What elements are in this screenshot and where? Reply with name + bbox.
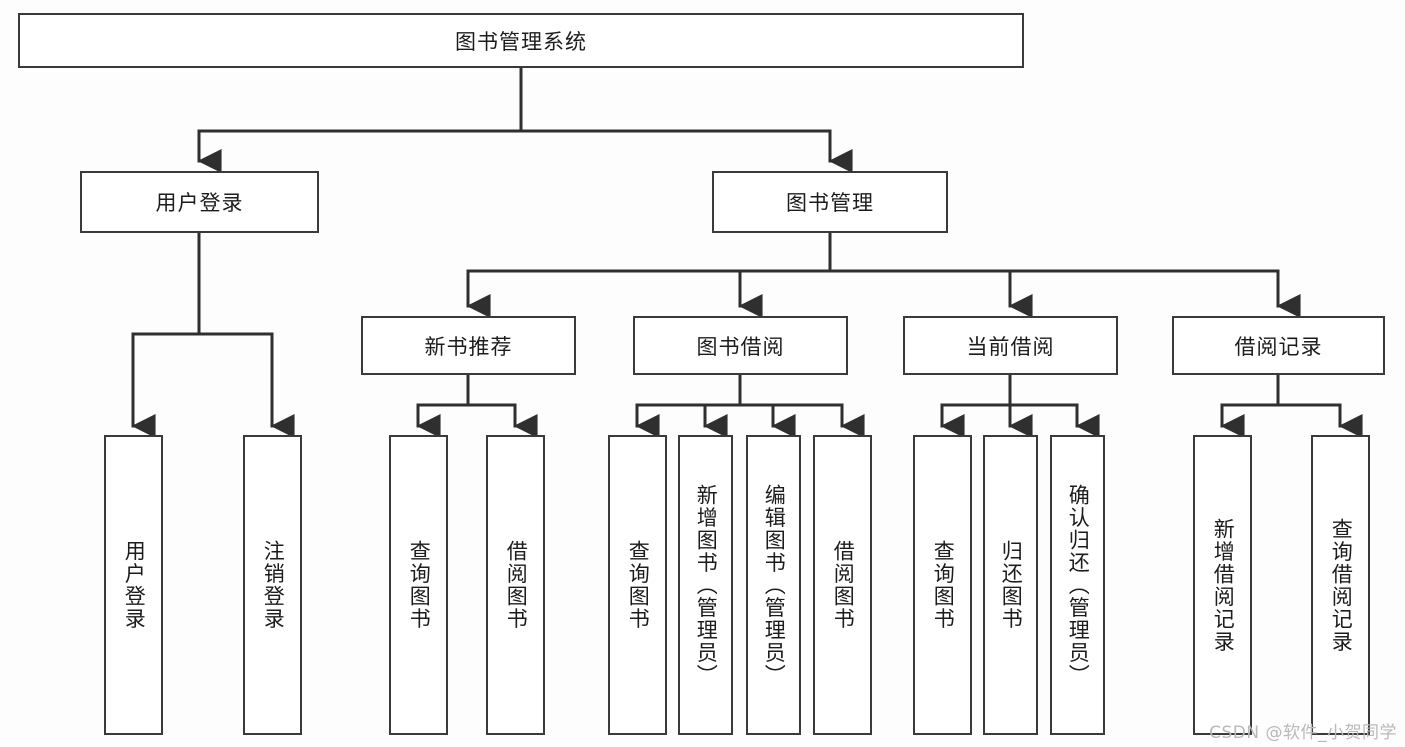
node-label: 用户登录 [155,191,244,215]
leaf-current-confirm-return-admin[interactable]: 确认归还（管理员） [1050,435,1105,735]
node-label: 图书管理系统 [455,29,587,54]
node-root-book-management-system[interactable]: 图书管理系统 [18,13,1024,68]
leaf-borrow-borrow-book[interactable]: 借阅图书 [813,435,872,735]
node-label: 查询借阅记录 [1329,517,1354,653]
node-label: 查询图书 [407,540,432,630]
node-label: 查询图书 [626,540,651,630]
node-label: 图书管理 [786,191,874,215]
node-label: 当前借阅 [966,334,1055,359]
node-new-book-recommend[interactable]: 新书推荐 [361,316,576,375]
node-current-borrow[interactable]: 当前借阅 [903,316,1118,375]
node-label: 确认归还（管理员） [1066,483,1091,687]
node-book-borrow[interactable]: 图书借阅 [633,316,848,375]
node-label: 用户登录 [122,540,147,630]
leaf-record-add-record[interactable]: 新增借阅记录 [1193,435,1252,735]
node-label: 注销登录 [261,540,286,630]
leaf-user-login-logout[interactable]: 注销登录 [243,435,302,735]
leaf-borrow-add-book-admin[interactable]: 新增图书（管理员） [678,435,733,735]
leaf-new-book-borrow-book[interactable]: 借阅图书 [486,435,545,735]
node-user-login[interactable]: 用户登录 [80,171,319,233]
leaf-user-login-login[interactable]: 用户登录 [104,435,163,735]
node-label: 新书推荐 [424,334,513,359]
node-label: 借阅记录 [1234,334,1323,359]
node-label: 新增借阅记录 [1211,517,1236,653]
node-label: 新增图书（管理员） [694,483,719,687]
node-label: 编辑图书（管理员） [762,483,787,687]
leaf-new-book-query-book[interactable]: 查询图书 [389,435,448,735]
node-borrow-record[interactable]: 借阅记录 [1172,316,1385,375]
node-label: 图书借阅 [696,334,785,359]
leaf-current-query-book[interactable]: 查询图书 [913,435,972,735]
node-book-management[interactable]: 图书管理 [712,171,948,233]
watermark: CSDN @软件_小贺同学 [1209,723,1397,743]
leaf-borrow-query-book[interactable]: 查询图书 [608,435,667,735]
node-label: 归还图书 [999,540,1024,630]
leaf-record-query-record[interactable]: 查询借阅记录 [1311,435,1370,735]
leaf-current-return-book[interactable]: 归还图书 [983,435,1038,735]
node-label: 借阅图书 [831,540,856,630]
leaf-borrow-edit-book-admin[interactable]: 编辑图书（管理员） [746,435,801,735]
node-label: 查询图书 [931,540,956,630]
node-label: 借阅图书 [504,540,529,630]
